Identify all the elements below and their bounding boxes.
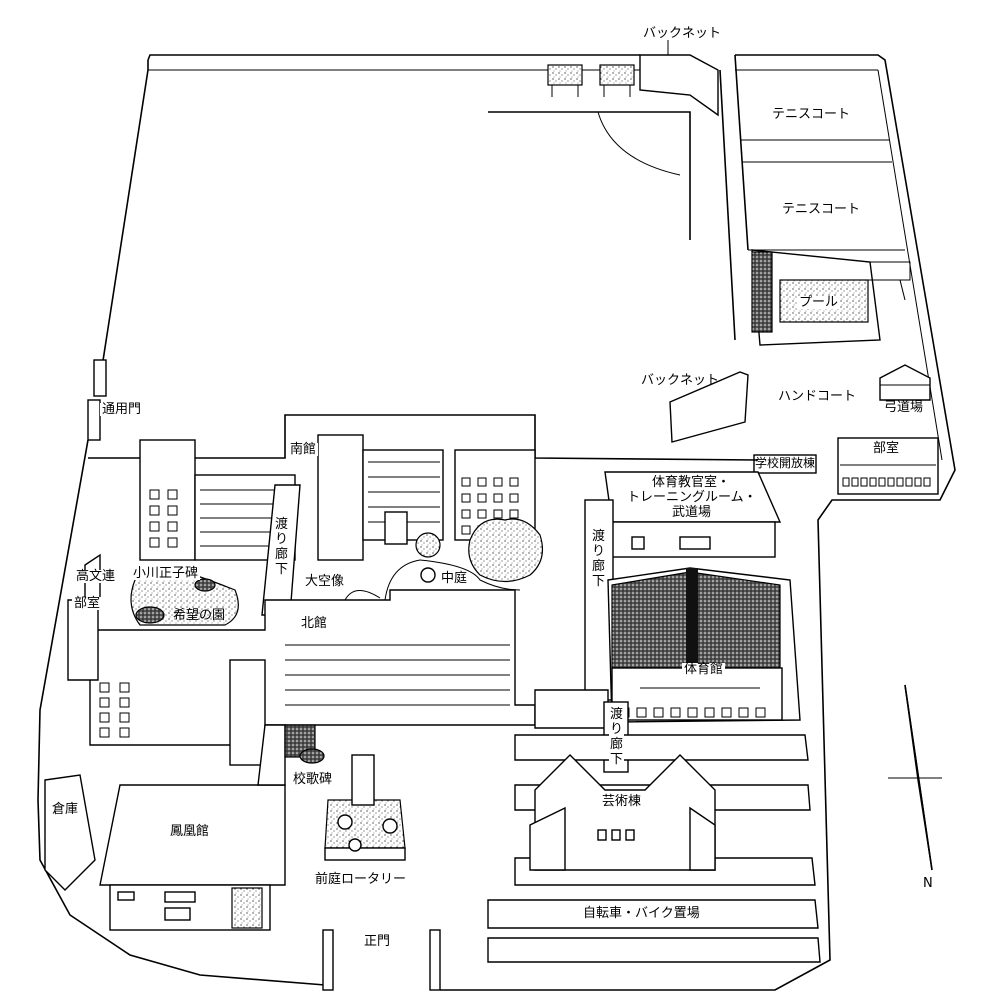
label-kyudojo: 弓道場 (884, 400, 924, 415)
main-gate (322, 929, 441, 991)
kyudojo (879, 364, 931, 401)
label-kitakan: 北館 (299, 616, 330, 631)
label-seimon: 正門 (362, 934, 393, 949)
backnet-top (488, 40, 719, 240)
label-backnet-mid: バックネット (641, 373, 720, 388)
geijutsu (529, 754, 716, 871)
label-koubunren: 高文連 (74, 569, 118, 584)
label-maeniwa: 前庭ロータリー (313, 872, 409, 887)
label-churin: 自転車・バイク置場 (583, 906, 700, 921)
maeniwa-rotary (324, 754, 406, 861)
label-nakaniwa: 中庭 (439, 571, 470, 586)
backnet-mid (669, 371, 749, 443)
label-kokahi: 校歌碑 (291, 772, 335, 787)
campus-boundary (37, 54, 956, 991)
label-watari-3: 渡り廊下 (609, 707, 624, 768)
label-geijutsu: 芸術棟 (600, 794, 644, 809)
label-kaihoto: 学校開放棟 (755, 456, 816, 470)
club-rooms (753, 437, 939, 495)
label-souko: 倉庫 (52, 802, 79, 817)
hououkan (99, 784, 286, 931)
label-ogawa: 小川正子碑 (131, 566, 201, 581)
label-taiiku-3: 武道場 (672, 505, 712, 520)
label-taiiku-2: トレーニングルーム・ (627, 490, 757, 505)
label-tennis-court-1: テニスコート (772, 107, 851, 122)
label-watari-2: 渡り廊下 (591, 529, 606, 590)
label-pool: プール (797, 295, 841, 310)
label-watari-1: 渡り廊下 (274, 517, 289, 578)
tennis-courts (719, 54, 905, 341)
taiiku-building (604, 471, 782, 558)
label-minamikan: 南館 (288, 442, 319, 457)
label-tennis-court-2: テニスコート (782, 202, 861, 217)
label-taikuzo: 大空像 (303, 574, 347, 589)
label-taiikukan: 体育館 (682, 662, 726, 677)
side-gate (87, 359, 107, 441)
label-hououkan: 鳳凰館 (170, 824, 210, 839)
label-bushitsu-2: 部室 (72, 596, 103, 611)
label-taiiku-1: 体育教官室・ (652, 475, 731, 490)
north-arrow-icon (888, 684, 942, 871)
souko (44, 774, 96, 891)
label-bushitsu: 部室 (873, 441, 900, 456)
nakaniwa (344, 511, 543, 601)
label-handcourt: ハンドコート (778, 389, 857, 404)
label-backnet-top: バックネット (641, 26, 724, 41)
kokahi (257, 724, 325, 786)
kitakan (89, 589, 536, 766)
taiikukan (534, 567, 801, 729)
label-north: N (923, 876, 933, 891)
label-tsuyomon: 通用門 (100, 402, 144, 417)
label-kibou: 希望の園 (173, 608, 226, 623)
